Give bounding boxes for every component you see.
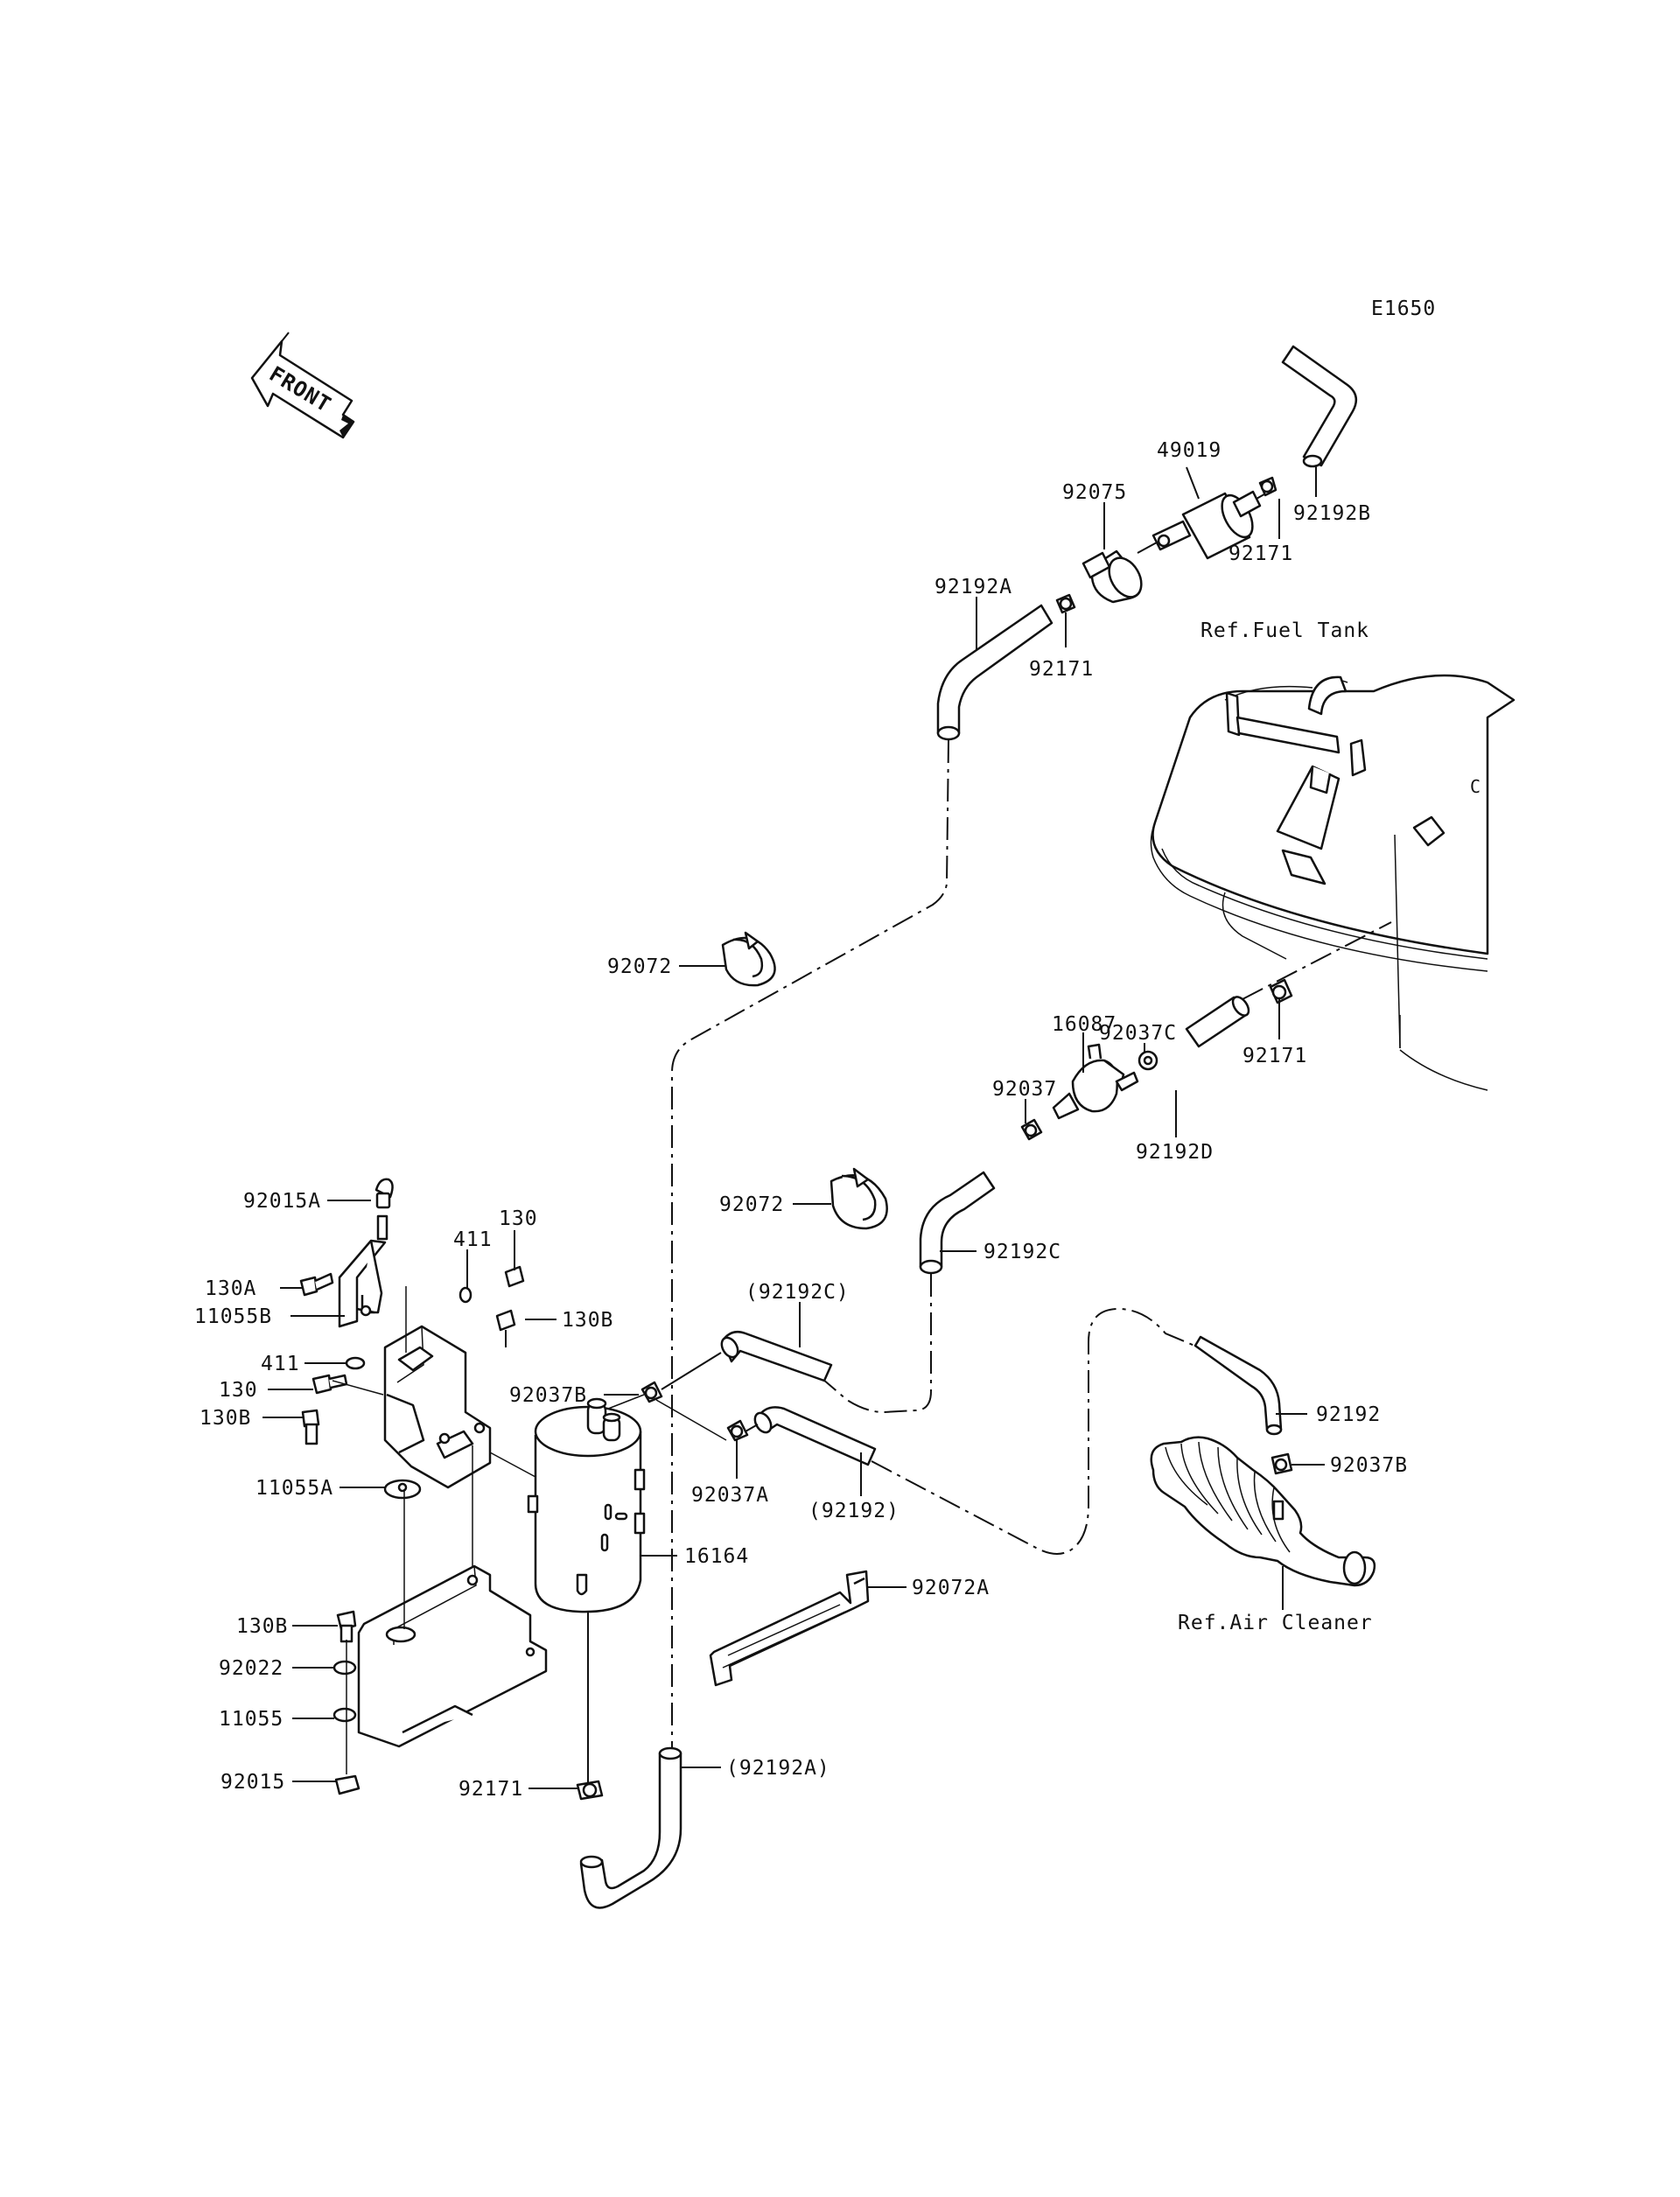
callout-92037b: 92037B [1330, 1454, 1408, 1477]
ref-air-cleaner-label: Ref.Air Cleaner [1178, 1612, 1373, 1634]
hose-92192c [919, 1171, 996, 1275]
callout-92037b: 92037B [509, 1384, 587, 1407]
clamp-92037a [726, 1419, 749, 1442]
callout-411: 411 [453, 1228, 493, 1251]
callout-92072a: 92072A [912, 1577, 990, 1599]
callout-49019: 49019 [1157, 439, 1222, 462]
callout-130b: 130B [562, 1309, 613, 1332]
diagram-code: E1650 [1371, 297, 1436, 320]
bolt-92015a [374, 1178, 394, 1209]
callout-92171: 92171 [1228, 542, 1293, 565]
callout-130b: 130B [236, 1615, 288, 1638]
callout-92192a: 92192A [934, 576, 1012, 598]
hose-92192a-bottom [579, 1746, 682, 1909]
front-arrow-icon: FRONT [250, 332, 355, 439]
fuel-filter-49019 [1137, 490, 1270, 560]
bracket-11055b [338, 1214, 388, 1328]
hose-92192-paren [753, 1406, 877, 1466]
callout-92171: 92171 [1029, 658, 1094, 681]
callout-92015a: 92015A [243, 1190, 321, 1213]
clamp-92037c [1138, 1050, 1158, 1071]
dash-line-aircleaner [871, 1307, 1200, 1555]
callout-92015: 92015 [220, 1771, 285, 1794]
callout-92192a-paren: (92192A) [726, 1757, 830, 1780]
bolt-130-left [312, 1374, 348, 1395]
clamp-92171-right [1269, 978, 1293, 1004]
callout-92192b: 92192B [1293, 502, 1371, 525]
hose-92192b [1281, 345, 1358, 468]
bolt-130b-top [495, 1309, 516, 1347]
callout-130: 130 [219, 1379, 258, 1402]
callout-130a: 130A [205, 1277, 256, 1300]
dash-line-main [671, 739, 949, 1785]
callout-92192d: 92192D [1136, 1141, 1214, 1164]
bracket-11055a [383, 1325, 492, 1500]
callout-92037: 92037 [992, 1078, 1057, 1101]
callout-11055: 11055 [219, 1708, 284, 1731]
clamp-92171-bottom [576, 1780, 604, 1801]
clamp-92171-mid [1055, 593, 1076, 614]
callout-92075: 92075 [1062, 481, 1127, 504]
callout-92037c: 92037C [1099, 1022, 1177, 1045]
callout-92171: 92171 [458, 1778, 523, 1801]
clamp-92037 [1020, 1118, 1043, 1141]
bolt-130a [299, 1272, 334, 1297]
callout-92192c-paren: (92192C) [746, 1281, 850, 1304]
washer-411-left [345, 1356, 366, 1370]
strap-92072a [709, 1570, 870, 1687]
clamp-92171-upper [1258, 476, 1278, 497]
nut-92015 [334, 1774, 360, 1795]
hose-92192 [1194, 1335, 1283, 1436]
plate-11055 [357, 1564, 548, 1748]
callout-92192: 92192 [1316, 1403, 1381, 1426]
holder-92075 [1082, 549, 1143, 604]
callout-411: 411 [261, 1353, 300, 1375]
clamp-92037b-left [640, 1381, 663, 1403]
clip-92072-lower [830, 1167, 888, 1230]
callout-92072: 92072 [719, 1193, 784, 1216]
dash-line-9219c [822, 1274, 932, 1414]
washer-411-top [458, 1286, 472, 1304]
callout-92022: 92022 [219, 1657, 284, 1680]
callout-16164: 16164 [684, 1545, 749, 1568]
air-cleaner-ref [1150, 1436, 1376, 1587]
leader-lines [262, 465, 1325, 1789]
callout-92192-paren: (92192) [808, 1500, 900, 1522]
washer-11055 [332, 1707, 357, 1723]
hose-92192c-paren [720, 1331, 833, 1382]
callout-92072: 92072 [607, 955, 672, 978]
callout-labels: 49019 92075 92171 92192B 92192A 92171 92… [194, 439, 1408, 1801]
callout-92192c: 92192C [984, 1241, 1061, 1263]
callout-130: 130 [499, 1207, 538, 1230]
callout-11055b: 11055B [194, 1305, 272, 1328]
check-valve-16087 [1052, 1043, 1139, 1120]
canister-16164 [527, 1397, 646, 1613]
clamp-92037b-right [1270, 1452, 1293, 1475]
washer-92022 [332, 1660, 357, 1676]
svg-text:C: C [1470, 776, 1481, 797]
dash-line-tank [1242, 921, 1392, 1000]
bolt-130b-left [301, 1409, 320, 1445]
callout-92171: 92171 [1242, 1045, 1307, 1067]
ref-fuel-tank-label: Ref.Fuel Tank [1200, 619, 1369, 642]
bolt-130b-bottom [336, 1610, 357, 1643]
hose-92192d [1185, 996, 1250, 1048]
hose-92192a [936, 604, 1054, 741]
clip-92072-upper [721, 931, 776, 987]
callout-92037a: 92037A [691, 1484, 769, 1507]
callout-16087: 16087 [1052, 1013, 1116, 1036]
fuel-tank-ref: C [1150, 674, 1516, 1091]
callout-130b: 130B [200, 1407, 251, 1430]
callout-11055a: 11055A [256, 1477, 333, 1500]
